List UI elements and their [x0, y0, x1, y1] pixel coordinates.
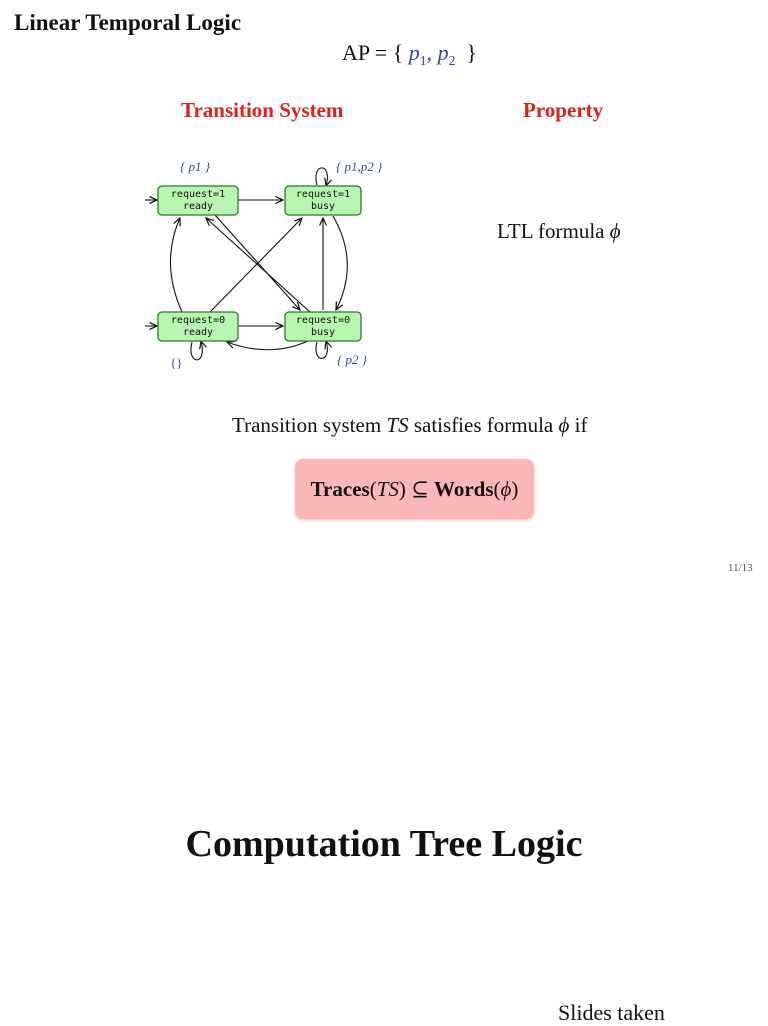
state-s2: request=1 busy: [284, 185, 362, 216]
edge-s2-s4: [332, 215, 348, 310]
state-s2-line2: busy: [311, 201, 335, 212]
traces-word: Traces: [310, 476, 370, 501]
ap-comma: ,: [426, 40, 433, 65]
transition-edges: [145, 167, 348, 361]
state-s3-line2: ready: [183, 327, 213, 338]
edge-s4-s3: [227, 340, 309, 351]
subset-symbol: ⊆: [411, 476, 429, 501]
footer-text: Slides taken: [558, 1000, 665, 1025]
edge-s3-s2: [209, 218, 302, 313]
paren: (: [493, 476, 501, 501]
satisfies-phi: ϕ: [558, 413, 570, 437]
slide-title: Linear Temporal Logic: [14, 10, 242, 35]
page-number: 11/13: [728, 562, 753, 574]
state-s4-line2: busy: [311, 327, 335, 338]
state-s3-line1: request=0: [171, 315, 225, 326]
ap-suffix: }: [466, 40, 477, 65]
satisfies-statement: Transition system TS satisfies formula ϕ…: [232, 413, 587, 438]
ap-var-p2: p2: [437, 40, 456, 68]
satisfies-post: if: [574, 413, 588, 437]
state-s2-label: { p1,p2 }: [336, 159, 383, 174]
words-word: Words: [434, 476, 494, 501]
transition-system-heading: Transition System: [181, 98, 344, 122]
state-s3-label: {}: [170, 355, 182, 370]
ltl-formula-text: LTL formula ϕ: [497, 219, 621, 244]
atomic-propositions: AP = { p1, p2 }: [342, 40, 477, 69]
phi-symbol: ϕ: [609, 219, 621, 243]
state-s1: request=1 ready: [157, 185, 239, 216]
transition-system-diagram: request=1 ready request=1 busy request=0…: [145, 159, 383, 370]
edge-s4-s1: [206, 218, 311, 313]
selfloop-s3: [190, 341, 202, 361]
paren: ): [511, 476, 519, 501]
ltl-label: LTL formula: [497, 219, 605, 243]
selfloop-s4: [315, 341, 327, 359]
satisfies-pre: Transition system: [232, 413, 382, 437]
condition-phi: ϕ: [500, 476, 512, 501]
property-heading: Property: [523, 98, 604, 122]
section-title: Computation Tree Logic: [185, 823, 583, 865]
edge-s3-s1: [169, 218, 183, 313]
state-s4-line1: request=0: [296, 315, 350, 326]
satisfies-mid: satisfies formula: [413, 413, 554, 437]
ap-prefix: AP = {: [342, 40, 404, 65]
paren: ): [398, 476, 406, 501]
state-s4-label: { p2 }: [337, 352, 368, 367]
state-s2-line1: request=1: [296, 189, 350, 200]
state-s1-line2: ready: [183, 201, 213, 212]
paren: (: [369, 476, 377, 501]
condition-ts: TS: [376, 476, 399, 501]
ap-var-p1: p1: [408, 40, 427, 68]
state-s3: request=0 ready: [157, 311, 239, 342]
state-s1-label: { p1 }: [180, 159, 211, 174]
edge-s1-s4: [214, 214, 300, 310]
selfloop-s2: [315, 167, 327, 186]
state-s4: request=0 busy: [284, 311, 362, 342]
state-s1-line1: request=1: [171, 189, 225, 200]
satisfies-ts: TS: [386, 413, 409, 437]
satisfaction-condition-box: Traces(TS) ⊆ Words(ϕ): [295, 459, 534, 519]
